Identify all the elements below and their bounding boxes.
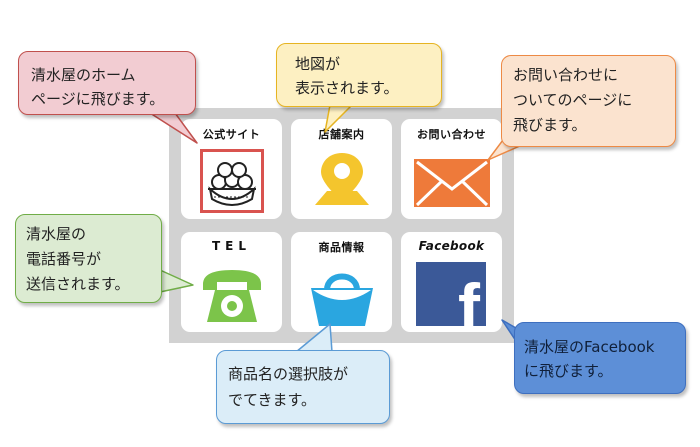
- callout-homepage-line2: ページに飛びます。: [31, 90, 165, 108]
- callout-facebook: 清水屋のFacebook に飛びます。: [514, 322, 686, 394]
- rice-ball-bowl-icon: [200, 149, 264, 213]
- callout-inquiry-line3: 飛びます。: [513, 116, 587, 134]
- callout-phone-line1: 清水屋の: [26, 225, 87, 243]
- callout-map: 地図が 表示されます。: [276, 43, 442, 107]
- callout-phone-line3: 送信されます。: [26, 275, 130, 293]
- tile-tel[interactable]: TEL: [181, 232, 282, 332]
- tile-products-label: 商品情報: [318, 241, 365, 254]
- map-pin-icon: [315, 153, 369, 205]
- callout-products: 商品名の選択肢が でてきます。: [216, 350, 390, 424]
- tile-tel-label: TEL: [211, 239, 252, 253]
- tile-facebook-label: Facebook: [418, 239, 485, 253]
- callout-products-line1: 商品名の選択肢が: [228, 365, 349, 383]
- callout-map-line2: 表示されます。: [295, 79, 399, 97]
- callout-inquiry-line2: ついてのページに: [513, 91, 633, 109]
- tile-products[interactable]: 商品情報: [291, 232, 392, 332]
- facebook-glyph: f: [458, 270, 480, 326]
- shopping-bag-icon: [311, 273, 373, 326]
- callout-homepage: 清水屋のホーム ページに飛びます。: [18, 51, 196, 115]
- callout-phone-line2: 電話番号が: [26, 250, 102, 268]
- facebook-icon: f: [416, 262, 486, 326]
- tile-facebook[interactable]: Facebook f: [401, 232, 502, 332]
- callout-map-line1: 地図が: [295, 55, 341, 73]
- tile-inquiry[interactable]: お問い合わせ: [401, 119, 502, 219]
- callout-phone: 清水屋の 電話番号が 送信されます。: [15, 214, 162, 303]
- telephone-icon: [203, 270, 261, 322]
- callout-inquiry: お問い合わせに ついてのページに 飛びます。: [501, 55, 676, 147]
- tile-store-info-label: 店舗案内: [318, 128, 365, 141]
- callout-facebook-line2: に飛びます。: [524, 362, 613, 380]
- callout-inquiry-line1: お問い合わせに: [513, 66, 619, 84]
- menu-board: 公式サイト 店舗案内 お問い合わせ TEL: [169, 108, 514, 343]
- tile-official-site[interactable]: 公式サイト: [181, 119, 282, 219]
- callout-products-line2: でてきます。: [228, 391, 317, 409]
- callout-facebook-line1: 清水屋のFacebook: [524, 338, 655, 356]
- envelope-icon: [414, 159, 490, 207]
- callout-homepage-line1: 清水屋のホーム: [31, 66, 136, 84]
- tile-inquiry-label: お問い合わせ: [417, 128, 486, 141]
- tile-store-info[interactable]: 店舗案内: [291, 119, 392, 219]
- tile-official-site-label: 公式サイト: [202, 128, 261, 141]
